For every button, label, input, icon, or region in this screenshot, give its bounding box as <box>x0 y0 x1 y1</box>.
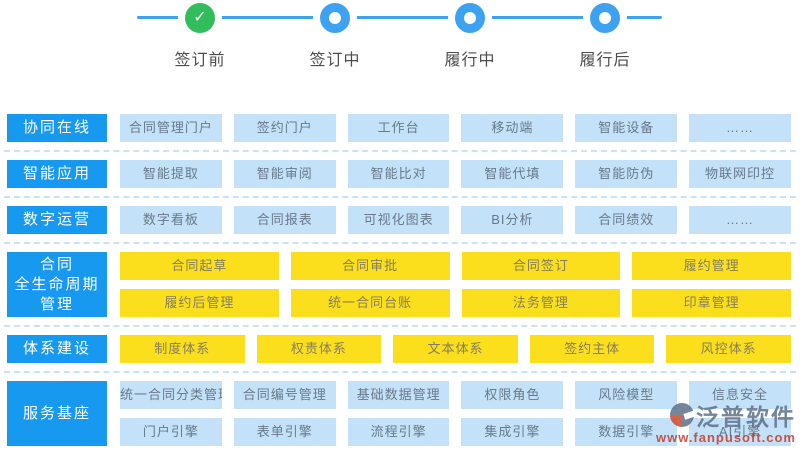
phase-node-check-icon: ✓ <box>185 3 215 33</box>
feature-button[interactable]: 合同绩效 <box>575 206 678 234</box>
feature-button[interactable]: AI引擎 <box>689 418 791 446</box>
feature-button[interactable]: 智能防伪 <box>575 160 678 188</box>
feature-button[interactable]: 智能设备 <box>575 114 678 142</box>
category-label: 数字运营 <box>7 206 107 234</box>
feature-button[interactable]: 合同签订 <box>461 252 621 280</box>
feature-button[interactable]: 合同起草 <box>120 252 279 280</box>
feature-button[interactable]: 智能提取 <box>120 160 222 188</box>
feature-button[interactable]: …… <box>689 206 791 234</box>
feature-button[interactable]: 合同报表 <box>233 206 336 234</box>
category-label: 协同在线 <box>7 114 107 142</box>
feature-button[interactable]: 合同审批 <box>290 252 450 280</box>
phase-label: 签订前 <box>174 52 226 69</box>
feature-button[interactable]: 信息安全 <box>689 381 791 409</box>
feature-button[interactable]: 签约门户 <box>233 114 336 142</box>
feature-button-row: 合同起草合同审批合同签订履约管理 <box>120 252 791 280</box>
feature-button[interactable]: 物联网印控 <box>689 160 791 188</box>
feature-button-row: 合同管理门户签约门户工作台移动端智能设备 …… <box>120 114 791 142</box>
feature-button[interactable]: 工作台 <box>347 114 450 142</box>
feature-button[interactable]: 统一合同分类管理 <box>120 381 222 409</box>
category-label: 体系建设 <box>7 335 107 363</box>
feature-button[interactable]: 法务管理 <box>461 289 621 317</box>
feature-button-row: 数字看板合同报表可视化图表 BI分析合同绩效 …… <box>120 206 791 234</box>
feature-button[interactable]: 合同编号管理 <box>233 381 336 409</box>
feature-section: 合同 全生命周期 管理合同起草合同审批合同签订履约管理履约后管理统一合同台账法务… <box>4 242 796 325</box>
feature-button-row: 统一合同分类管理合同编号管理基础数据管理权限角色风险模型信息安全 <box>120 381 791 409</box>
phase-label: 签订中 <box>309 52 361 69</box>
feature-button[interactable]: 风控体系 <box>666 335 791 363</box>
feature-section: 智能应用智能提取智能审阅智能比对智能代填智能防伪物联网印控 <box>4 150 796 196</box>
feature-button-row: 履约后管理统一合同台账法务管理印章管理 <box>120 289 791 317</box>
feature-button[interactable]: 文本体系 <box>393 335 518 363</box>
feature-button[interactable]: 数据引擎 <box>575 418 678 446</box>
feature-rows: 智能提取智能审阅智能比对智能代填智能防伪物联网印控 <box>120 160 791 188</box>
feature-rows: 统一合同分类管理合同编号管理基础数据管理权限角色风险模型信息安全门户引擎表单引擎… <box>120 381 791 446</box>
contract-phase-timeline: ✓ 签订前 签订中 履行中 履行后 <box>0 0 800 70</box>
feature-button[interactable]: BI分析 <box>461 206 564 234</box>
category-label: 服务基座 <box>7 381 107 446</box>
feature-button[interactable]: 履约管理 <box>632 252 791 280</box>
feature-button[interactable]: 移动端 <box>461 114 564 142</box>
phase-label: 履行后 <box>579 52 631 69</box>
feature-button[interactable]: 集成引擎 <box>461 418 564 446</box>
feature-button[interactable]: 智能比对 <box>347 160 450 188</box>
feature-section: 服务基座统一合同分类管理合同编号管理基础数据管理权限角色风险模型信息安全门户引擎… <box>4 371 796 453</box>
feature-button[interactable]: 印章管理 <box>632 289 791 317</box>
feature-button[interactable]: 权责体系 <box>256 335 382 363</box>
feature-button[interactable]: …… <box>689 114 791 142</box>
feature-button[interactable]: 可视化图表 <box>347 206 450 234</box>
feature-button[interactable]: 履约后管理 <box>120 289 279 317</box>
feature-button-row: 制度体系权责体系文本体系签约主体风控体系 <box>120 335 791 363</box>
phase-label: 履行中 <box>444 52 496 69</box>
feature-button[interactable]: 签约主体 <box>529 335 655 363</box>
feature-rows: 制度体系权责体系文本体系签约主体风控体系 <box>120 335 791 363</box>
timeline-connector-line <box>137 16 662 19</box>
feature-rows: 数字看板合同报表可视化图表 BI分析合同绩效 …… <box>120 206 791 234</box>
feature-button[interactable]: 门户引擎 <box>120 418 222 446</box>
feature-section: 数字运营数字看板合同报表可视化图表 BI分析合同绩效 …… <box>4 196 796 242</box>
feature-button-row: 智能提取智能审阅智能比对智能代填智能防伪物联网印控 <box>120 160 791 188</box>
feature-grid: 协同在线合同管理门户签约门户工作台移动端智能设备……智能应用智能提取智能审阅智能… <box>0 106 800 453</box>
feature-section: 体系建设制度体系权责体系文本体系签约主体风控体系 <box>4 325 796 371</box>
category-label: 智能应用 <box>7 160 107 188</box>
feature-button[interactable]: 权限角色 <box>461 381 564 409</box>
feature-section: 协同在线合同管理门户签约门户工作台移动端智能设备 …… <box>4 106 796 150</box>
feature-button[interactable]: 流程引擎 <box>347 418 450 446</box>
feature-button[interactable]: 制度体系 <box>120 335 245 363</box>
feature-button[interactable]: 智能代填 <box>461 160 564 188</box>
feature-rows: 合同起草合同审批合同签订履约管理履约后管理统一合同台账法务管理印章管理 <box>120 252 791 317</box>
feature-button[interactable]: 数字看板 <box>120 206 222 234</box>
feature-rows: 合同管理门户签约门户工作台移动端智能设备 …… <box>120 114 791 142</box>
phase-node-circle-icon <box>590 3 620 33</box>
feature-button[interactable]: 统一合同台账 <box>290 289 450 317</box>
feature-button[interactable]: 表单引擎 <box>233 418 336 446</box>
phase-node-circle-icon <box>455 3 485 33</box>
feature-button[interactable]: 智能审阅 <box>233 160 336 188</box>
feature-button[interactable]: 基础数据管理 <box>347 381 450 409</box>
category-label: 合同 全生命周期 管理 <box>7 252 107 317</box>
feature-button-row: 门户引擎表单引擎流程引擎集成引擎数据引擎 AI引擎 <box>120 418 791 446</box>
phase-node-circle-icon <box>320 3 350 33</box>
feature-button[interactable]: 风险模型 <box>575 381 678 409</box>
feature-button[interactable]: 合同管理门户 <box>120 114 222 142</box>
